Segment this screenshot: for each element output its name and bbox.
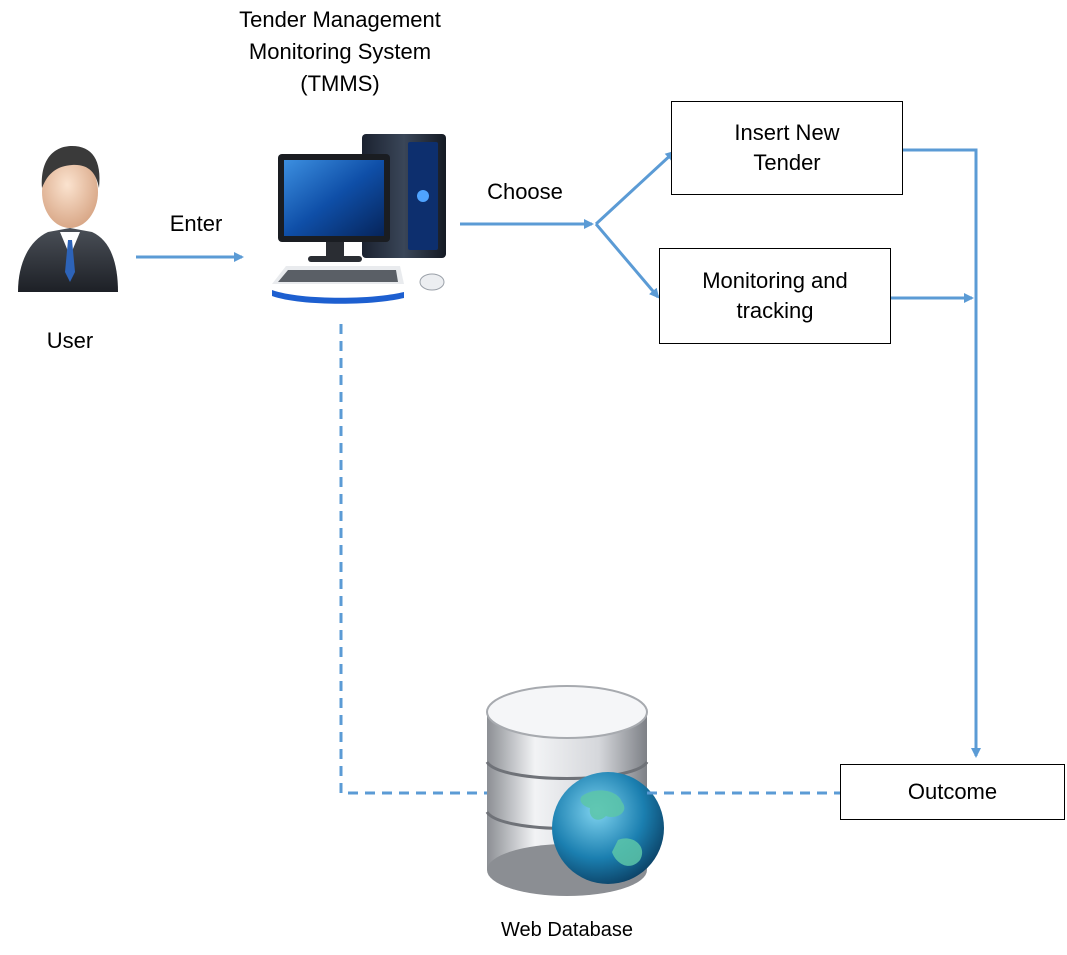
system-title: Tender Management Monitoring System (TMM… bbox=[239, 7, 441, 96]
web-database-label: Web Database bbox=[501, 919, 633, 941]
outcome-label: Outcome bbox=[907, 779, 998, 804]
branch-to-monitor-arrow bbox=[594, 223, 660, 299]
insert-to-trunk-line bbox=[902, 148, 981, 758]
outcome-box: Outcome bbox=[840, 764, 1065, 820]
enter-label: Enter bbox=[169, 211, 223, 236]
insert-new-tender-box: Insert New Tender bbox=[671, 101, 903, 195]
monitoring-tracking-box: Monitoring and tracking bbox=[659, 248, 891, 344]
desktop-computer-icon bbox=[272, 134, 446, 304]
system-to-database-dashed-line bbox=[339, 324, 487, 795]
user-label: User bbox=[46, 328, 94, 353]
monitoring-tracking-label: Monitoring and tracking bbox=[702, 268, 848, 323]
branch-to-insert-arrow bbox=[594, 150, 676, 226]
user-icon bbox=[18, 146, 118, 292]
web-database-icon bbox=[485, 685, 664, 896]
insert-new-tender-label: Insert New Tender bbox=[734, 120, 840, 175]
choose-label: Choose bbox=[487, 179, 563, 204]
